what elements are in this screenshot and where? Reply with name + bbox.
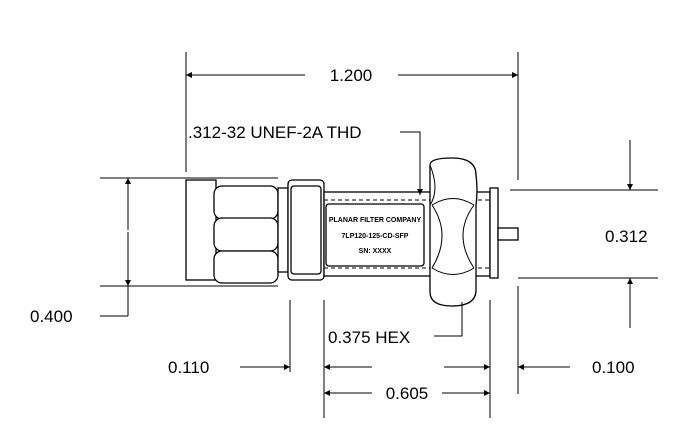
connector-part: PLANAR FILTER COMPANY 7LP120-125-CD-SFP …	[185, 157, 519, 307]
hex-flat-left	[431, 204, 443, 269]
hex-nut-outline	[429, 157, 478, 307]
dim-hex-text: 0.375 HEX	[328, 328, 410, 347]
knurl-section-2	[213, 217, 279, 252]
flange	[277, 187, 289, 273]
collar-inner	[290, 185, 322, 275]
dim-thread: .312-32 UNEF-2A THD	[188, 123, 423, 195]
label-part-number: 7LP120-125-CD-SFP	[342, 233, 409, 240]
dim-right-offset-text: 0.100	[592, 358, 635, 377]
dim-hex: 0.375 HEX	[328, 302, 463, 347]
hex-flat-top	[431, 198, 475, 206]
knurl-section-3	[213, 250, 279, 284]
part-label-box	[325, 203, 425, 267]
dim-body-length-text: 0.605	[386, 384, 429, 403]
dim-overall-length-text: 1.200	[330, 66, 373, 85]
terminal-pin	[497, 227, 519, 241]
hex-nut	[429, 157, 478, 307]
dim-left-offset-text: 0.110	[168, 358, 209, 377]
hex-flat-right	[462, 204, 475, 269]
hex-flat-bottom	[431, 267, 475, 275]
dim-right-height-text: 0.312	[605, 227, 648, 246]
coupling-nut-front	[185, 179, 217, 281]
dim-body-height-text: 0.400	[30, 307, 73, 326]
dim-body-height: 0.400	[30, 178, 131, 326]
dim-thread-text: .312-32 UNEF-2A THD	[188, 123, 362, 142]
rear-face	[489, 187, 499, 279]
dim-body-length: 0.605	[324, 384, 490, 403]
dim-right-height: 0.312	[605, 140, 648, 328]
dim-right-offset: 0.100	[444, 358, 635, 377]
knurl-section-1	[213, 185, 279, 220]
dim-overall-length: 1.200	[186, 66, 518, 85]
dim-left-offset: 0.110	[168, 358, 372, 377]
hex-flat-line	[429, 164, 436, 206]
label-company: PLANAR FILTER COMPANY	[329, 217, 422, 224]
label-serial: SN: XXXX	[359, 248, 392, 255]
